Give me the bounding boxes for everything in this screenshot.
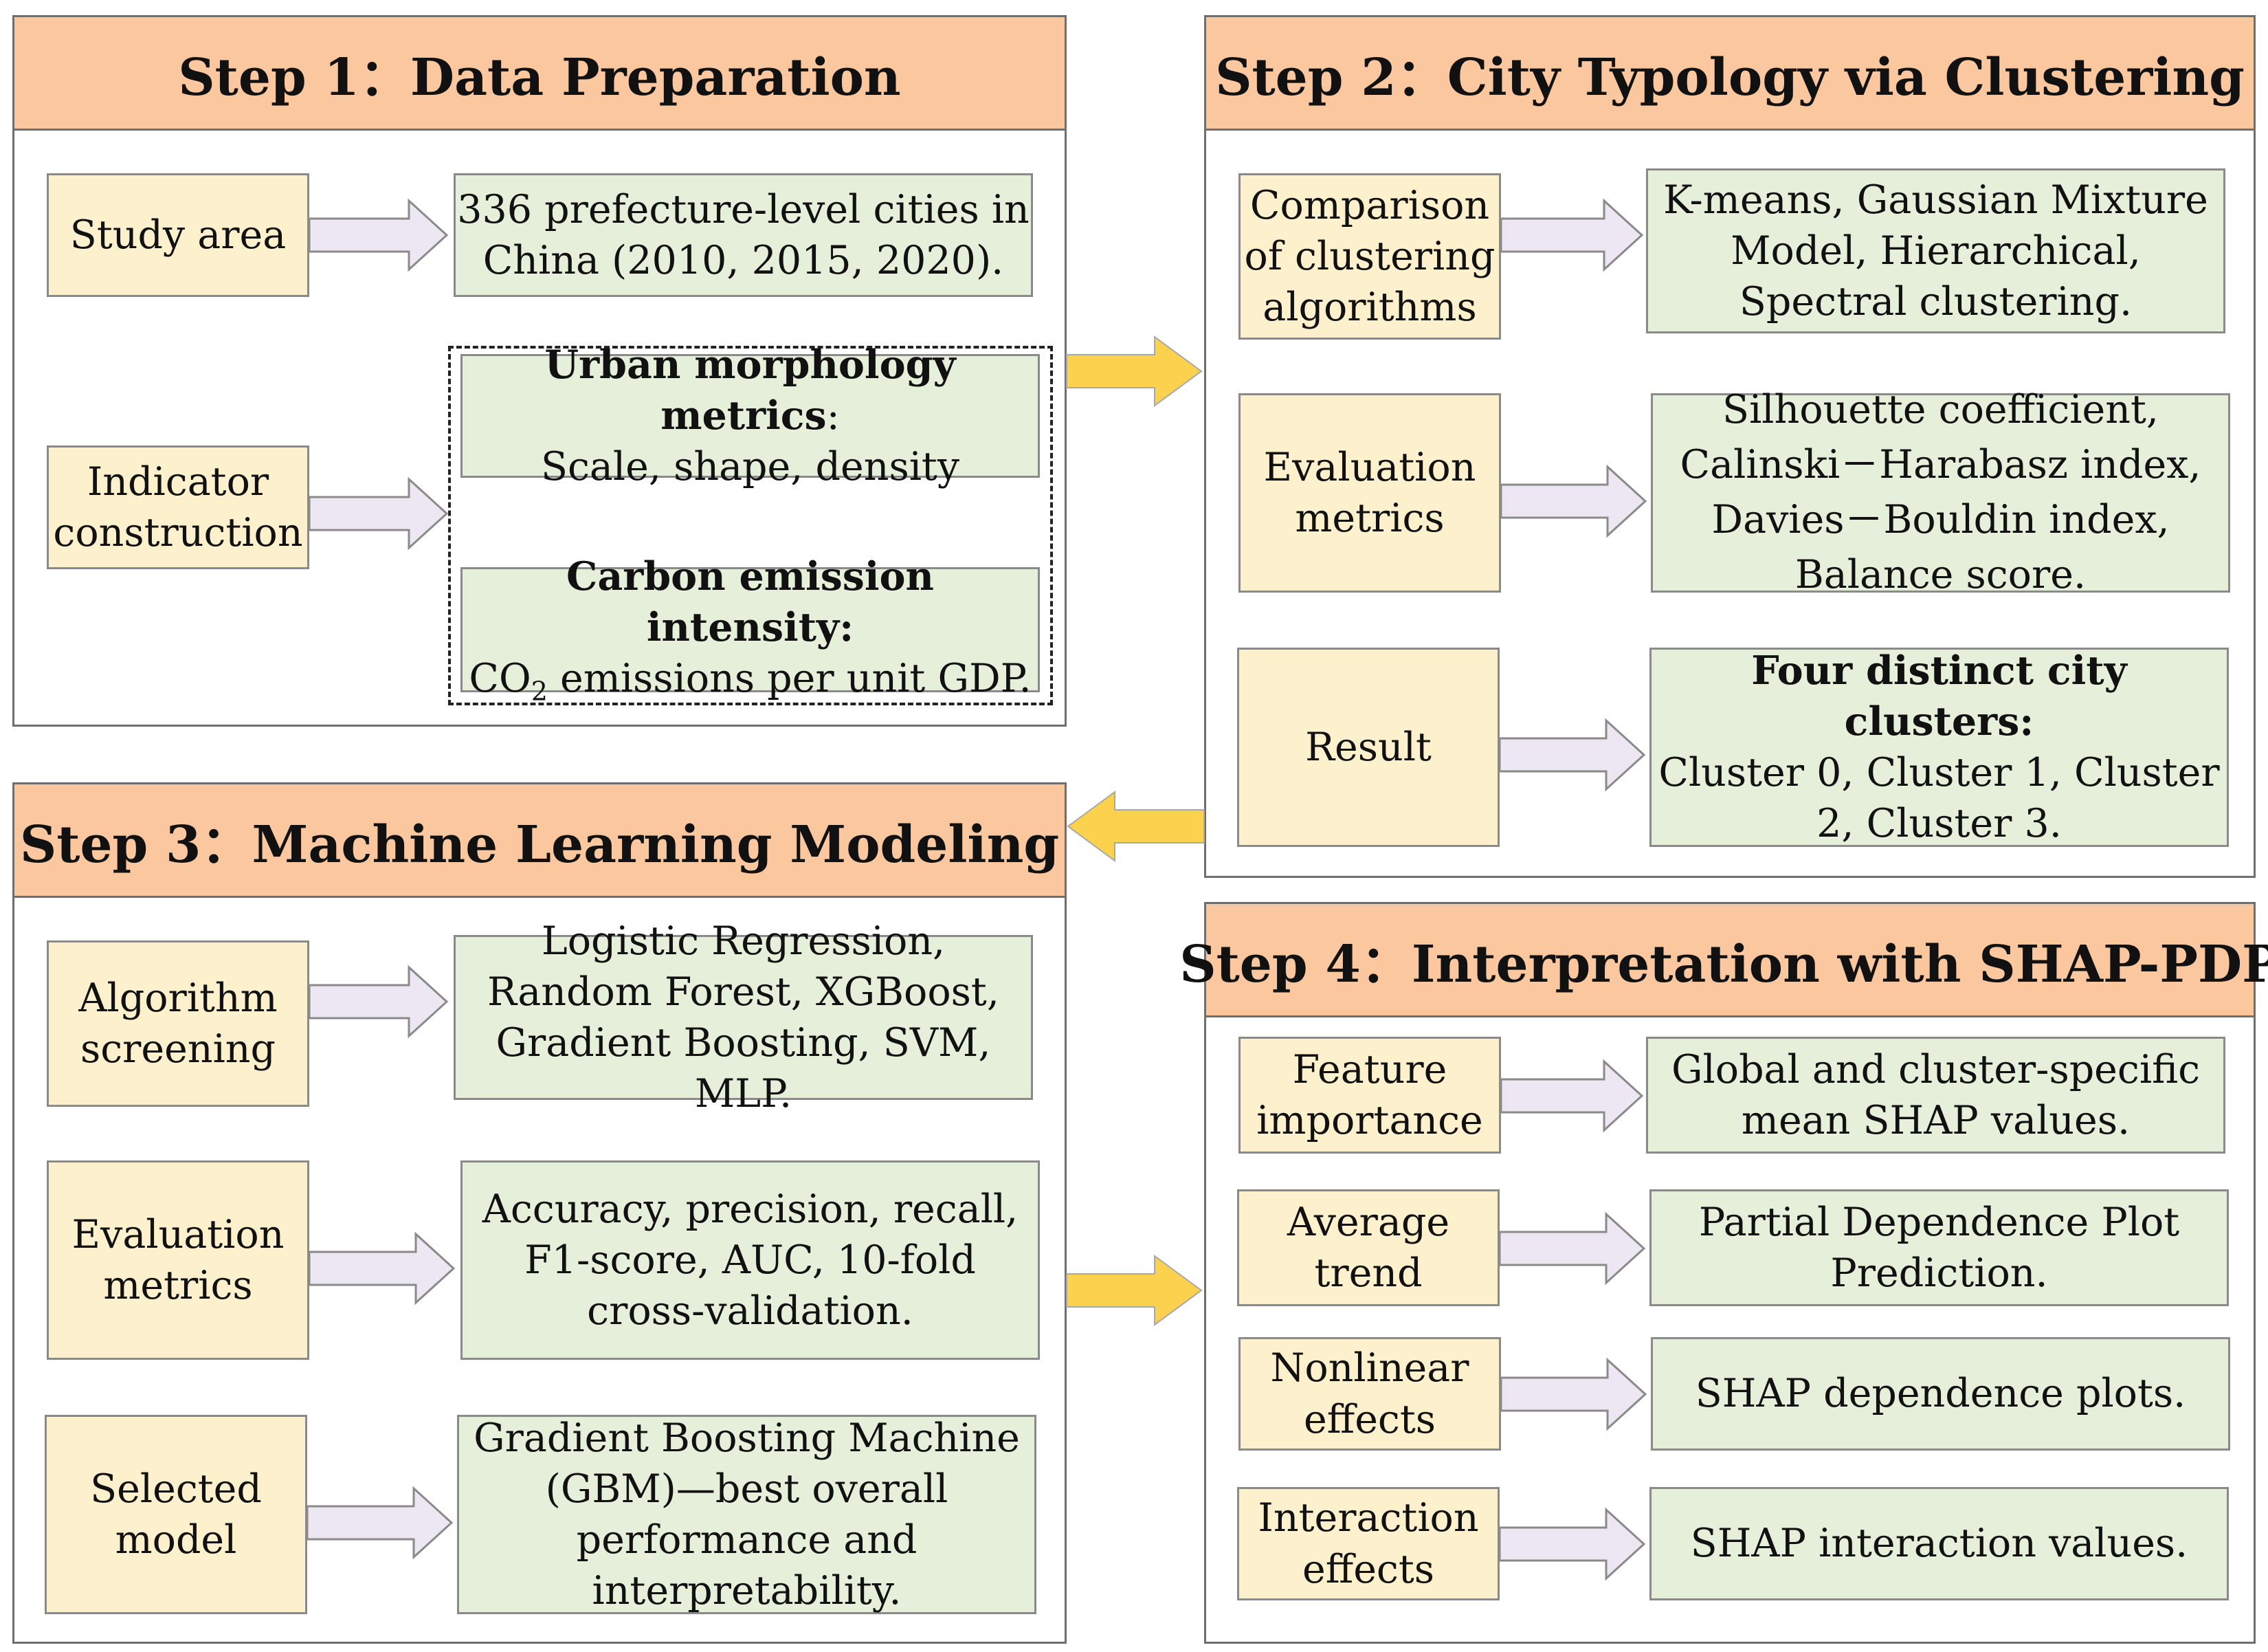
step2-comparison-content: K-means, Gaussian Mixture Model, Hierarc… [1646,168,2225,333]
arrow-result [1498,718,1646,792]
indicator-group-outline [448,346,1053,705]
step2-evaluation-label: Evaluation metrics [1238,393,1501,593]
step1-study-area-content: 336 prefecture-level cities in China (20… [454,173,1033,297]
step4-feature-content: Global and cluster-specific mean SHAP va… [1646,1037,2225,1154]
step1-indicator-label: Indicator construction [47,445,309,569]
step3-title: Step 3：Machine Learning Modeling [14,784,1065,898]
step4-interaction-label: Interaction effects [1237,1487,1500,1600]
arrow-evaluation-3 [308,1231,456,1306]
arrow-comparison [1500,198,1644,272]
step1-study-area-label: Study area [47,173,309,297]
urban-morphology-box: Urban morphology metrics: Scale, shape, … [460,342,1040,489]
flow-arrow-step1-to-step2 [1066,335,1203,407]
step4-title: Step 4：Interpretation with SHAP-PDP [1179,904,2268,1017]
step4-nonlinear-label: Nonlinear effects [1238,1337,1501,1451]
step4-average-content: Partial Dependence Plot Prediction. [1649,1189,2229,1306]
step2-comparison-label: Comparison of clustering algorithms [1238,173,1501,340]
arrow-evaluation-2 [1500,464,1647,538]
step2-evaluation-content: Silhouette coefficient, Calinski－Harabas… [1651,387,2230,597]
arrow-study-area [308,198,449,272]
arrow-selected [306,1486,454,1560]
step2-title: Step 2：City Typology via Clustering [1206,17,2254,131]
step2-result-content: Four distinct city clusters: Cluster 0, … [1649,648,2229,847]
arrow-interaction [1498,1507,1646,1581]
step3-selected-label: Selected model [45,1415,307,1614]
step3-selected-content: Gradient Boosting Machine (GBM)—best ove… [457,1415,1036,1614]
arrow-algorithm [308,965,449,1039]
arrow-feature [1500,1059,1644,1133]
flow-arrow-step2-to-step3 [1067,791,1205,862]
step4-nonlinear-content: SHAP dependence plots. [1651,1337,2230,1451]
arrow-indicator [308,476,449,551]
step3-evaluation-label: Evaluation metrics [47,1160,309,1360]
step3-algorithm-label: Algorithm screening [47,940,309,1107]
step4-feature-label: Feature importance [1238,1037,1501,1154]
step1-title: Step 1：Data Preparation [14,17,1065,131]
step3-algorithm-content: Logistic Regression, Random Forest, XGBo… [454,918,1033,1116]
arrow-nonlinear [1500,1357,1647,1431]
flow-arrow-step3-to-step4 [1066,1255,1203,1326]
arrow-average [1498,1211,1646,1286]
step4-interaction-content: SHAP interaction values. [1649,1487,2229,1600]
step2-result-label: Result [1237,648,1500,847]
step4-average-label: Average trend [1237,1189,1500,1306]
step3-evaluation-content: Accuracy, precision, recall, F1-score, A… [460,1160,1040,1360]
carbon-intensity-box: Carbon emission intensity: CO2 emissions… [460,553,1040,706]
